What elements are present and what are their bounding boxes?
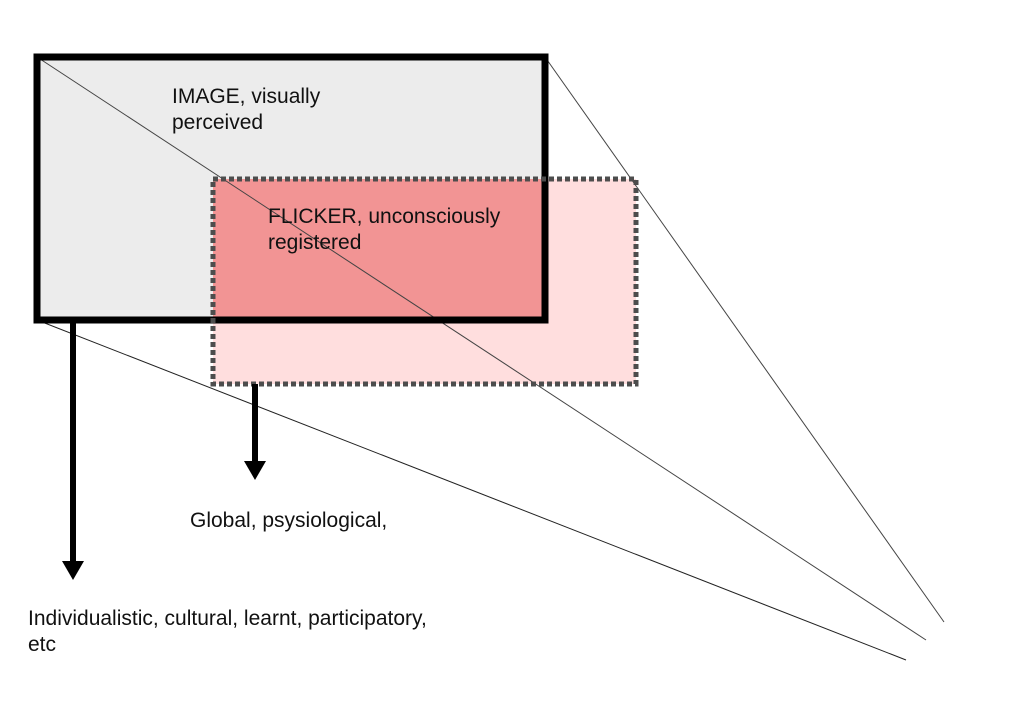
flicker-down-arrow <box>244 384 266 480</box>
image-box-frame <box>33 53 549 324</box>
flicker-box-label-line1: FLICKER, unconsciously <box>268 205 501 228</box>
flicker-box-label-line2: registered <box>268 231 362 254</box>
overlap-region <box>213 179 545 320</box>
image-down-arrow <box>62 320 84 580</box>
image-box-label-line2: perceived <box>172 111 264 134</box>
image-box-label: IMAGE, visually perceived <box>172 84 320 136</box>
image-box-label-line1: IMAGE, visually <box>172 85 321 108</box>
flicker-box-label: FLICKER, unconsciously registered <box>268 204 500 256</box>
global-label: Global, psysiological, <box>190 508 387 534</box>
projection-line-top <box>544 56 945 623</box>
projection-line-bottom <box>36 319 907 661</box>
flicker-box-frame <box>210 176 639 387</box>
individual-label-line1: Individualistic, cultural, learnt, parti… <box>28 607 427 630</box>
global-label-text: Global, psysiological, <box>190 509 388 532</box>
projection-line-diagonal <box>36 56 927 641</box>
individual-label-line2: etc <box>28 633 57 656</box>
individual-label: Individualistic, cultural, learnt, parti… <box>28 606 427 658</box>
